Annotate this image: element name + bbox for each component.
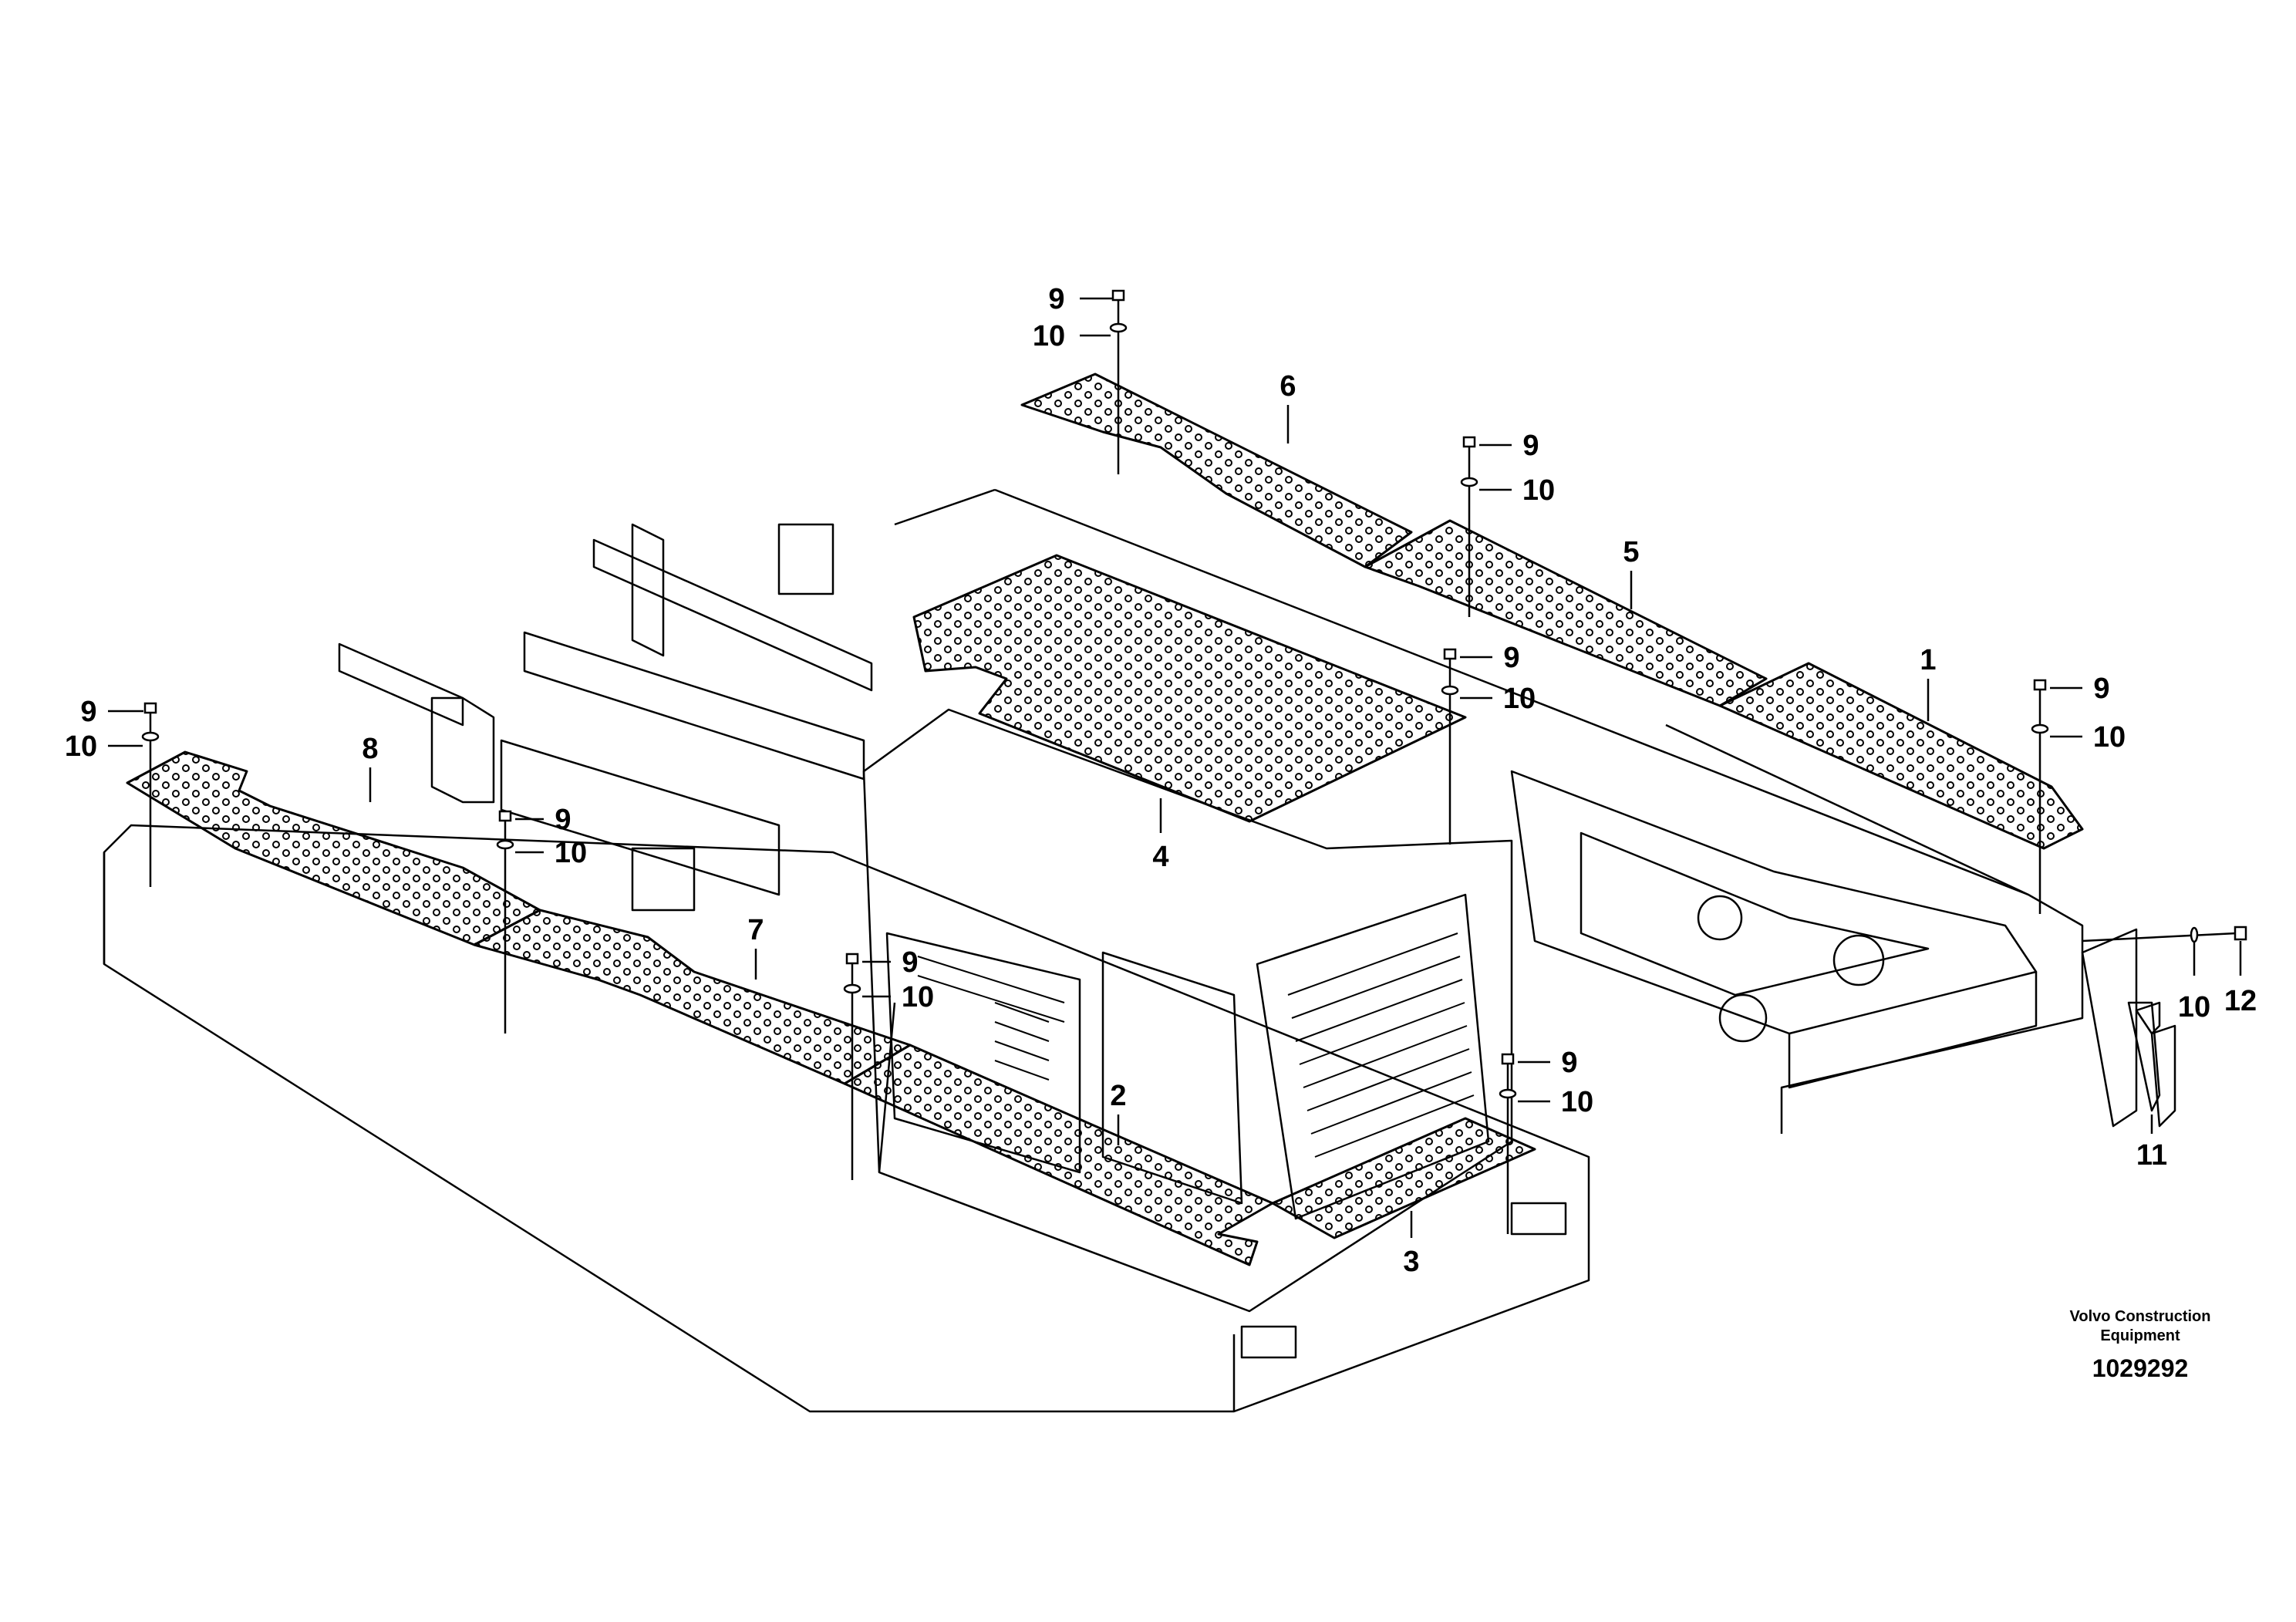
callout-11: 11 [2136,1139,2167,1172]
callout-6: 6 [1279,370,1296,403]
bolt-label: 9 [555,804,571,836]
fasteners [108,289,2247,1234]
fastener-labels: 9 10 9 10 9 10 9 10 9 10 9 10 9 10 9 10 [65,283,2126,1118]
bolt-label: 9 [1561,1047,1577,1079]
bolt-label: 9 [2093,673,2109,705]
callout-3: 3 [1403,1246,1419,1278]
bolt-label: 9 [1522,430,1539,462]
washer-label: 10 [1561,1086,1593,1118]
washer-label: 10 [1503,683,1536,715]
plate-5 [1364,519,1768,707]
callout-10-hinge: 10 [2178,991,2210,1023]
plate-4 [912,554,1467,823]
washer-label: 10 [65,730,97,763]
brand-line-1: Volvo Construction [2070,1308,2211,1325]
washer-label: 10 [555,837,587,869]
bolt-label: 9 [1503,642,1519,674]
leader-lines [369,405,1930,1238]
bolt-label: 9 [902,946,918,979]
washer-label: 10 [902,981,934,1013]
plate-3 [1271,1117,1536,1239]
plate-8 [126,750,541,946]
callout-1: 1 [1920,644,1936,676]
bolt-label: 9 [80,696,96,728]
bolt-label: 9 [1048,283,1064,315]
washer-label: 10 [2093,721,2126,754]
plate-7 [473,909,912,1085]
part-callouts: 1 2 3 4 5 6 7 8 11 12 10 [362,370,2257,1278]
doc-number: 1029292 [2092,1354,2189,1382]
plate-6 [1020,373,1413,568]
footer-block: Volvo Construction Equipment 1029292 [2070,1308,2211,1382]
brand-line-2: Equipment [2100,1327,2180,1344]
callout-7: 7 [747,914,764,946]
plate-1 [1718,662,2084,850]
walkway-plates [126,373,2084,1266]
callout-12: 12 [2224,985,2257,1017]
callout-2: 2 [1110,1080,1126,1112]
washer-label: 10 [1522,474,1555,507]
washer-label: 10 [1033,320,1065,352]
plate-2 [843,1044,1274,1266]
callout-4: 4 [1152,841,1168,873]
callout-5: 5 [1623,536,1639,568]
callout-8: 8 [362,733,378,765]
